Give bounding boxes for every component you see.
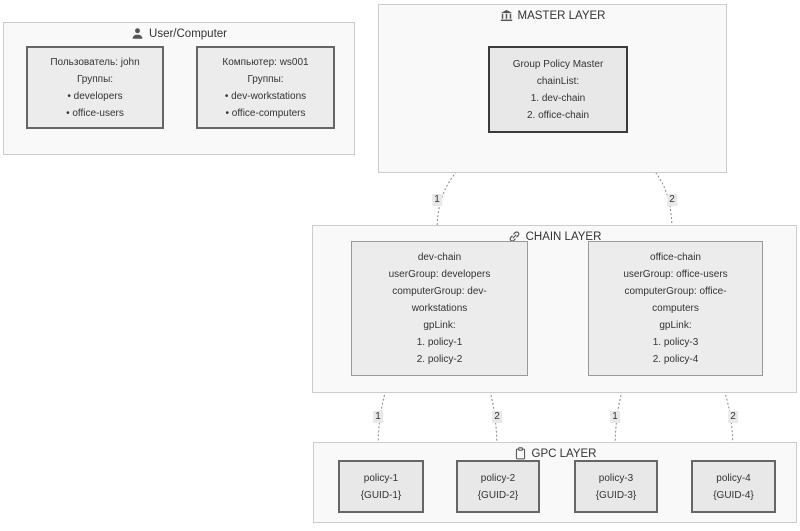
node-user: Пользователь: john Группы: • developers …	[26, 46, 164, 129]
group-chain-layer: CHAIN LAYER dev-chain userGroup: develop…	[312, 225, 797, 393]
node-text: computers	[652, 303, 699, 314]
node-policy-2: policy-2 {GUID-2}	[456, 460, 540, 513]
node-text: workstations	[411, 303, 468, 314]
group-title-label: GPC LAYER	[531, 447, 597, 460]
node-text: • office-users	[66, 107, 124, 119]
edge-label: 1	[432, 194, 442, 206]
node-text: 2. policy-2	[416, 354, 463, 365]
node-text: 1. policy-1	[416, 337, 463, 348]
group-user-computer: User/Computer Пользователь: john Группы:…	[3, 22, 355, 155]
node-policy-3: policy-3 {GUID-3}	[574, 460, 658, 513]
node-text: Пользователь: john	[50, 56, 140, 68]
node-policy-1: policy-1 {GUID-1}	[338, 460, 424, 513]
node-text: • office-computers	[225, 107, 306, 119]
edge-label: 2	[492, 411, 502, 423]
node-text: {GUID-3}	[595, 489, 637, 501]
node-text: userGroup: developers	[388, 269, 491, 280]
group-gpc-layer-title: GPC LAYER	[314, 447, 796, 460]
edge-label: 1	[373, 411, 383, 423]
bank-icon	[500, 9, 513, 22]
node-text: {GUID-1}	[360, 489, 402, 501]
node-text: 1. policy-3	[652, 337, 699, 348]
node-text: userGroup: office-users	[623, 269, 728, 280]
node-text: policy-1	[363, 472, 399, 484]
clipboard-icon	[514, 447, 527, 460]
group-user-computer-title: User/Computer	[4, 27, 354, 40]
person-icon	[131, 27, 144, 40]
node-office-chain: office-chain userGroup: office-users com…	[588, 241, 763, 376]
node-text: {GUID-4}	[713, 489, 754, 501]
node-computer: Компьютер: ws001 Группы: • dev-workstati…	[196, 46, 335, 129]
node-text: chainList:	[536, 75, 580, 87]
edge-label: 2	[667, 194, 677, 206]
node-text: gpLink:	[659, 320, 692, 331]
group-title-label: User/Computer	[149, 27, 227, 40]
node-text: Группы:	[247, 73, 284, 85]
node-text: 2. policy-4	[652, 354, 699, 365]
edge-label: 2	[728, 411, 738, 423]
node-text: 1. dev-chain	[530, 92, 586, 104]
node-text: 2. office-chain	[526, 109, 590, 121]
node-dev-chain: dev-chain userGroup: developers computer…	[351, 241, 528, 376]
group-title-label: MASTER LAYER	[517, 9, 606, 22]
link-icon	[508, 230, 521, 243]
node-policy-4: policy-4 {GUID-4}	[691, 460, 776, 513]
node-text: • developers	[67, 90, 123, 102]
node-text: policy-3	[598, 472, 634, 484]
node-text: computerGroup: office-	[624, 286, 727, 297]
node-group-policy-master: Group Policy Master chainList: 1. dev-ch…	[488, 46, 628, 133]
edge-label: 1	[610, 411, 620, 423]
node-text: Группы:	[76, 73, 114, 85]
group-master-layer: MASTER LAYER Group Policy Master chainLi…	[378, 4, 727, 173]
node-text: gpLink:	[423, 320, 456, 331]
node-text: policy-4	[716, 472, 751, 484]
node-text: Компьютер: ws001	[222, 56, 309, 68]
node-text: computerGroup: dev-	[392, 286, 487, 297]
node-text: • dev-workstations	[224, 90, 307, 102]
node-text: Group Policy Master	[512, 58, 604, 70]
group-title-label: CHAIN LAYER	[525, 230, 602, 243]
group-chain-layer-title: CHAIN LAYER	[313, 230, 796, 243]
group-gpc-layer: GPC LAYER policy-1 {GUID-1} policy-2 {GU…	[313, 442, 797, 523]
node-text: dev-chain	[417, 252, 462, 263]
node-text: {GUID-2}	[477, 489, 519, 501]
node-text: office-chain	[650, 252, 701, 263]
node-text: policy-2	[480, 472, 516, 484]
group-master-layer-title: MASTER LAYER	[379, 9, 726, 22]
